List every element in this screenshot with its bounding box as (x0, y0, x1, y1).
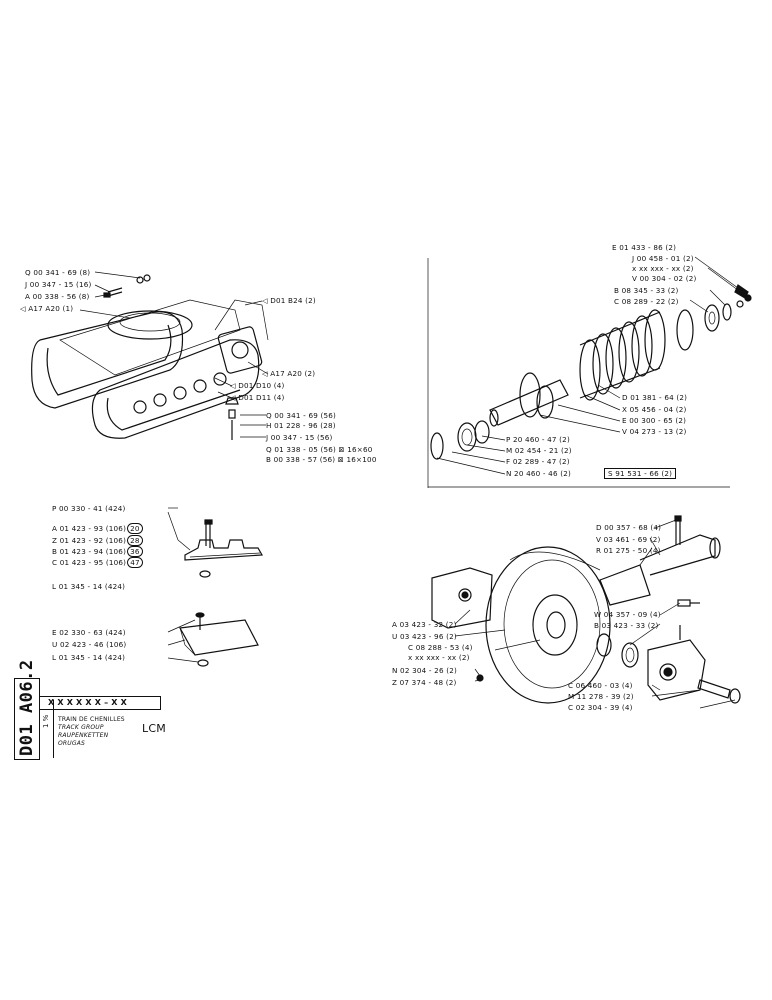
serial-placeholder: X X X X X X – X X (48, 698, 128, 707)
part-code: B 01 423 - 94 (106) (52, 547, 127, 556)
part-label: ◁ A17 A20 (2) (262, 369, 316, 378)
spring-assembly-drawing (430, 256, 752, 475)
page-mark-column (39, 700, 54, 758)
part-label: Q 01 338 - 05 (56) ⊠ 16×60 (266, 445, 373, 454)
part-label: V 03 461 - 69 (2) (596, 535, 661, 544)
part-label: P 20 460 - 47 (2) (506, 435, 570, 444)
part-label: L 01 345 - 14 (424) (52, 582, 126, 591)
part-label: U 03 423 - 96 (2) (392, 632, 457, 641)
part-code: C 01 423 - 95 (106) (52, 558, 127, 567)
model-name: LCM (142, 722, 166, 735)
part-label: C 06 460 - 03 (4) (568, 681, 633, 690)
idler-wheel-drawing (431, 515, 741, 709)
part-label: E 01 433 - 86 (2) (612, 243, 677, 252)
part-label: ◁ A17 A20 (1) (20, 304, 74, 313)
code-column (14, 678, 40, 760)
title-de: RAUPENKETTEN (58, 732, 109, 739)
part-label: x xx xxx - xx (2) (408, 653, 470, 662)
part-label: N 02 304 - 26 (2) (392, 666, 457, 675)
part-label: E 02 330 - 63 (424) (52, 628, 126, 637)
grouser-row: B 01 423 - 94 (106)36 (52, 546, 143, 557)
serial-box (39, 696, 161, 710)
part-label: J 00 347 - 15 (56) (266, 433, 333, 442)
document-code: D01 A06.2 (17, 659, 37, 756)
assembly-number-box: S 91 531 - 66 (2) (604, 468, 677, 479)
part-label: M 02 454 - 21 (2) (506, 446, 572, 455)
part-label: F 02 289 - 47 (2) (506, 457, 570, 466)
track-frame-drawing (31, 271, 269, 440)
title-en: TRACK GROUP (58, 724, 104, 731)
part-label: V 04 273 - 13 (2) (622, 427, 687, 436)
part-label: X 05 456 - 04 (2) (622, 405, 687, 414)
part-label: R 01 275 - 50 (4) (596, 546, 661, 555)
part-label: Q 00 341 - 69 (8) (25, 268, 91, 277)
size-badge: 36 (127, 546, 143, 557)
part-label: N 20 460 - 46 (2) (506, 469, 571, 478)
part-label: Z 07 374 - 48 (2) (392, 678, 457, 687)
part-label: B 00 338 - 57 (56) ⊠ 16×100 (266, 455, 377, 464)
part-label: x xx xxx - xx (2) (632, 264, 694, 273)
grouser-row: A 01 423 - 93 (106)20 (52, 523, 143, 534)
part-label: A 03 423 - 32 (2) (392, 620, 457, 629)
part-label: P 00 330 - 41 (424) (52, 504, 126, 513)
part-code: Z 01 423 - 92 (106) (52, 536, 127, 545)
part-label: B 03 423 - 33 (2) (594, 621, 659, 630)
part-code: A 01 423 - 93 (106) (52, 524, 127, 533)
part-label: L 01 345 - 14 (424) (52, 653, 126, 662)
size-badge: 20 (127, 523, 143, 534)
part-label: H 01 228 - 96 (28) (266, 421, 336, 430)
part-label: A 00 338 - 56 (8) (25, 292, 90, 301)
part-label: ◁ D01 D10 (4) (230, 381, 285, 390)
size-badge: 47 (127, 557, 143, 568)
title-block: D01 A06.2 1 % X X X X X X – X X TRAIN DE… (14, 659, 192, 760)
grouser-row: C 01 423 - 95 (106)47 (52, 557, 143, 568)
part-label: D 01 381 - 64 (2) (622, 393, 688, 402)
grouser-shoe-drawing (167, 507, 263, 667)
part-label: C 08 288 - 53 (4) (408, 643, 473, 652)
part-label: W 04 357 - 09 (4) (594, 610, 661, 619)
size-badge: 28 (127, 535, 143, 546)
page-mark: 1 % (42, 714, 50, 728)
title-es: ORUGAS (58, 740, 86, 747)
part-label: D 00 357 - 68 (4) (596, 523, 662, 532)
part-label: C 02 304 - 39 (4) (568, 703, 633, 712)
part-label: U 02 423 - 46 (106) (52, 640, 127, 649)
part-label: J 00 347 - 15 (16) (25, 280, 92, 289)
part-label: Q 00 341 - 69 (56) (266, 411, 337, 420)
title-fr: TRAIN DE CHENILLES (58, 716, 125, 723)
part-label: V 00 304 - 02 (2) (632, 274, 697, 283)
part-label: ◁ D01 B24 (2) (262, 296, 316, 305)
part-label: M 11 278 - 39 (2) (568, 692, 634, 701)
part-label: C 08 289 - 22 (2) (614, 297, 679, 306)
assembly-number: S 91 531 - 66 (2) (608, 469, 673, 478)
part-label: J 00 458 - 01 (2) (632, 254, 694, 263)
part-label: B 08 345 - 33 (2) (614, 286, 679, 295)
part-label: E 00 300 - 65 (2) (622, 416, 687, 425)
grouser-row: Z 01 423 - 92 (106)28 (52, 535, 143, 546)
part-label: ◁ D01 D11 (4) (230, 393, 285, 402)
